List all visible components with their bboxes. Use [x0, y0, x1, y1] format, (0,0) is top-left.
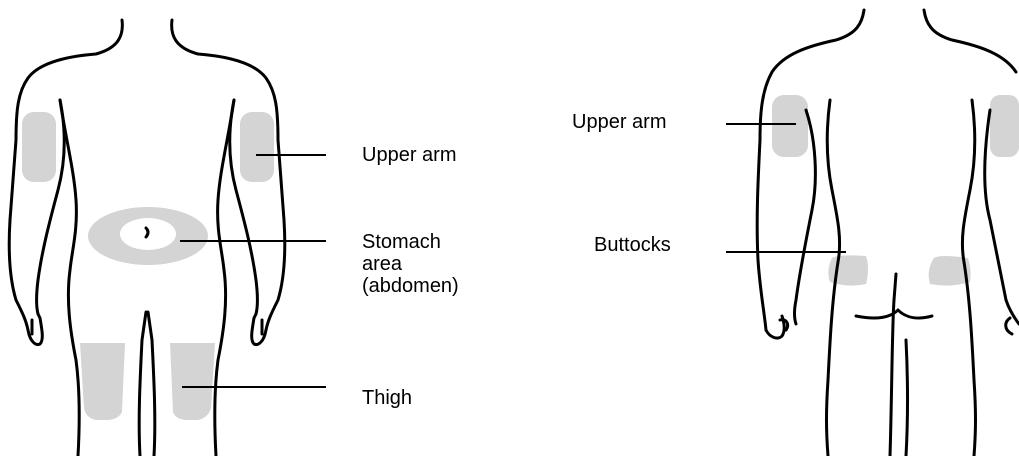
front-body-figure [7, 18, 326, 456]
front-right-upper-arm-zone [240, 112, 274, 182]
back-right-upper-arm-zone [990, 95, 1019, 157]
front-left-thigh-zone [80, 343, 125, 420]
front-left-upper-arm-zone [22, 112, 56, 182]
back-right-buttock-zone [928, 256, 971, 286]
front-stomach-label-line-2: area [362, 253, 403, 275]
front-upper-arm-label: Upper arm [362, 144, 457, 166]
front-right-thigh-zone [170, 343, 215, 420]
front-navel [144, 226, 150, 239]
back-buttocks-label: Buttocks [594, 234, 671, 256]
back-upper-arm-label: Upper arm [572, 111, 667, 133]
front-stomach-label-line-3: (abdomen) [362, 275, 459, 297]
back-left-upper-arm-zone [772, 95, 808, 157]
front-stomach-label-line-1: Stomach [362, 231, 441, 253]
back-body-figure [726, 8, 1019, 456]
front-thigh-label: Thigh [362, 387, 413, 409]
front-stomach-label: Stomach area (abdomen) [362, 231, 459, 297]
